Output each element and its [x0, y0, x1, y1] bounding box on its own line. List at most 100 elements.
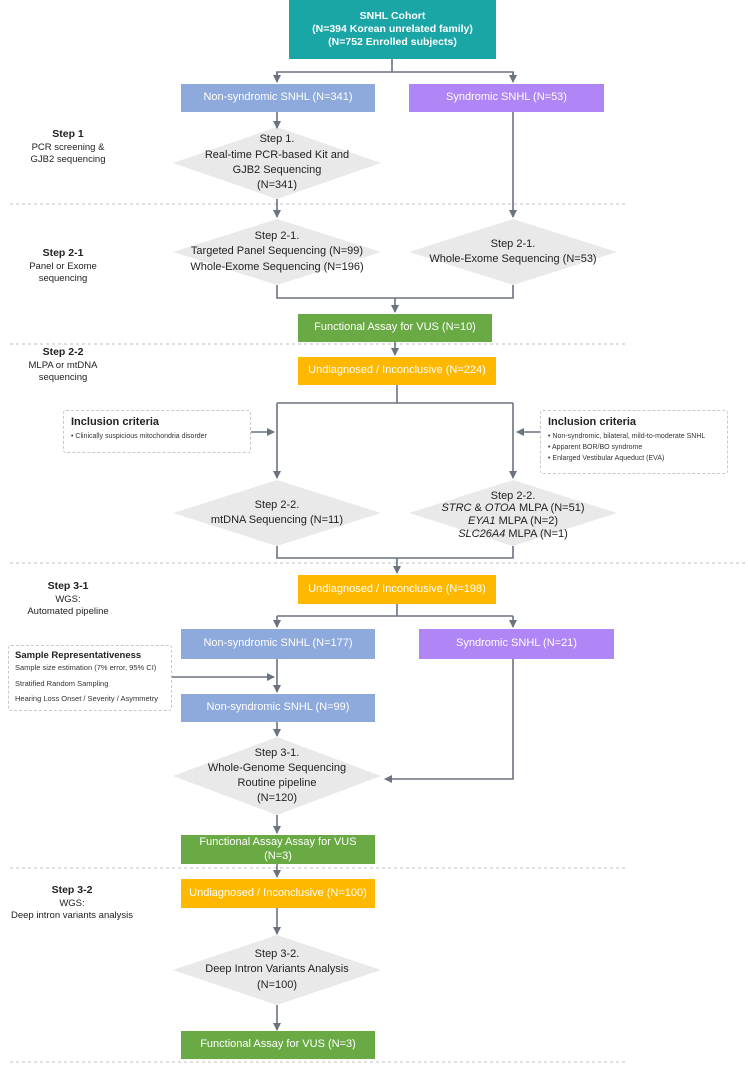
step2-2-desc-1: MLPA or mtDNA [28, 360, 98, 372]
undiagnosed-198-box: Undiagnosed / Inconclusive (N=198) [298, 575, 496, 604]
step2-2-desc-2: sequencing [38, 372, 88, 383]
gene-strc: STRC [441, 502, 472, 515]
sample-representativeness-item: Hearing Loss Onset / Severity / Asymmetr… [15, 694, 158, 703]
diamond-step1-line2: Real-time PCR-based Kit and [204, 148, 350, 161]
cohort-box: SNHL Cohort (N=394 Korean unrelated fami… [289, 0, 496, 59]
inclusion-criteria-right-title: Inclusion criteria [548, 416, 637, 428]
step2-1-desc-2: sequencing [38, 273, 88, 284]
inclusion-criteria-left: Inclusion criteria • Clinically suspicio… [63, 410, 251, 453]
step3-1-label: Step 3-1 WGS: Automated pipeline [8, 580, 128, 618]
step3-2-label: Step 3-2 WGS: Deep intron variants analy… [2, 884, 142, 922]
functional-assay-3a-box: Functional Assay Assay for VUS (N=3) [181, 835, 375, 864]
syndromic-53-box: Syndromic SNHL (N=53) [409, 84, 604, 112]
gene-eya1: EYA1 [468, 515, 496, 527]
inclusion-criteria-left-item: • Clinically suspicious mitochondria dis… [71, 433, 207, 440]
diamond-step2-1a [173, 219, 381, 285]
inclusion-criteria-right-item: • Apparent BOR/BO syndrome [548, 443, 643, 451]
step3-2-desc-1: WGS: [59, 898, 85, 910]
step1-label: Step 1 PCR screening & GJB2 sequencing [18, 128, 118, 166]
diamond-step3-2-line3: (N=100) [256, 978, 298, 991]
diamond-step2-1a-line1: Step 2-1. [254, 229, 300, 242]
diamond-step2-2a [173, 480, 381, 546]
inclusion-criteria-right-item: • Non-syndromic, bilateral, mild-to-mode… [548, 433, 706, 440]
mlpa-2: MLPA (N=2) [495, 515, 558, 527]
diamond-step2-1b [409, 219, 617, 285]
step3-2-desc-2: Deep intron variants analysis [11, 910, 133, 921]
step2-2-label: Step 2-2 MLPA or mtDNA sequencing [13, 346, 113, 384]
step3-1-title: Step 3-1 [47, 580, 89, 592]
cohort-families: (N=394 Korean unrelated family) [312, 22, 473, 35]
inclusion-criteria-right-item: • Enlarged Vestibular Aqueduct (EVA) [548, 454, 665, 462]
diamond-step2-2b-text: Step 2-2. STRC & OTOA MLPA (N=51) EYA1 M… [409, 486, 617, 544]
step1-desc-1: PCR screening & [31, 142, 105, 154]
diamond-step2-2a-text: Step 2-2. mtDNA Sequencing (N=11) [173, 480, 381, 546]
diamond-step3-1-line2: Whole-Genome Sequencing [207, 762, 347, 775]
diamond-step2-2b-line2: STRC & OTOA MLPA (N=51) [442, 502, 585, 515]
gene-slc26a4: SLC26A4 [458, 527, 506, 540]
sample-representativeness-box: Sample Representativeness Sample size es… [8, 645, 172, 711]
step2-2-title: Step 2-2 [42, 346, 84, 358]
connectors [172, 59, 540, 1031]
diamond-step2-2b [409, 480, 617, 546]
step2-1-desc-1: Panel or Exome [29, 261, 97, 273]
diamond-step3-1-text: Step 3-1. Whole-Genome Sequencing Routin… [173, 740, 381, 812]
step3-1-desc-1: WGS: [55, 594, 81, 606]
diamond-step1-text: Step 1. Real-time PCR-based Kit and GJB2… [173, 127, 381, 199]
connector-merge-2-2 [276, 546, 514, 559]
sample-representativeness-title: Sample Representativeness [15, 650, 142, 661]
diamond-shapes [173, 127, 617, 1005]
diamond-step2-2b-line3: EYA1 MLPA (N=2) [468, 515, 558, 528]
connector-cohort-split [276, 71, 514, 80]
functional-assay-3b-box: Functional Assay for VUS (N=3) [181, 1031, 375, 1059]
diamond-step3-1 [173, 737, 381, 815]
diamond-step2-2b-line1: Step 2-2. [490, 489, 536, 502]
diamond-step3-1-line1: Step 3-1. [254, 747, 300, 760]
cohort-title: SNHL Cohort [359, 9, 426, 22]
nonsyndromic-99-box: Non-syndromic SNHL (N=99) [181, 694, 375, 722]
gene-otoa: OTOA [484, 502, 516, 515]
diamond-step3-1-line3: Routine pipeline [237, 777, 317, 789]
diamond-step1 [173, 127, 381, 199]
amp: & [471, 502, 485, 515]
diamond-step3-2-text: Step 3-2. Deep Intron Variants Analysis … [173, 935, 381, 1005]
step2-1-label: Step 2-1 Panel or Exome sequencing [13, 247, 113, 285]
mlpa-1: MLPA (N=1) [505, 527, 568, 540]
sample-representativeness-item: Sample size estimation (7% error, 95% CI… [15, 663, 157, 672]
step1-desc-2: GJB2 sequencing [30, 154, 106, 165]
diamond-step2-2a-line2: mtDNA Sequencing (N=11) [210, 514, 344, 526]
cohort-subjects: (N=752 Enrolled subjects) [328, 36, 457, 49]
diamond-step2-1a-line3: Whole-Exome Sequencing (N=196) [190, 260, 364, 273]
diamond-step1-line4: (N=341) [256, 179, 298, 192]
mlpa-51: MLPA (N=51) [515, 502, 585, 515]
inclusion-criteria-left-title: Inclusion criteria [71, 416, 160, 428]
step3-1-desc-2: Automated pipeline [27, 606, 109, 617]
nonsyndromic-177-box: Non-syndromic SNHL (N=177) [181, 629, 375, 659]
undiagnosed-224-box: Undiagnosed / Inconclusive (N=224) [298, 357, 496, 385]
step-separators [10, 203, 748, 1063]
undiagnosed-100-box: Undiagnosed / Inconclusive (N=100) [181, 879, 375, 908]
diamond-step1-line3: GJB2 Sequencing [232, 164, 322, 176]
diamond-step3-2 [173, 935, 381, 1005]
inclusion-criteria-right: Inclusion criteria • Non-syndromic, bila… [540, 410, 728, 474]
arrow-syndromic-21-to-step3-1 [384, 659, 514, 783]
step2-1-title: Step 2-1 [42, 247, 84, 259]
diamond-step3-1-line4: (N=120) [256, 791, 298, 804]
connector-merge-2-1 [276, 285, 514, 299]
diamond-step2-1b-text: Step 2-1. Whole-Exome Sequencing (N=53) [409, 219, 617, 285]
step3-2-title: Step 3-2 [51, 884, 93, 896]
diamond-step2-1a-line2: Targeted Panel Sequencing (N=99) [190, 245, 364, 258]
diamond-step2-1a-text: Step 2-1. Targeted Panel Sequencing (N=9… [163, 219, 391, 285]
functional-assay-10-box: Functional Assay for VUS (N=10) [298, 314, 492, 342]
diamond-step2-1b-line2: Whole-Exome Sequencing (N=53) [429, 253, 597, 265]
diamond-step3-2-line2: Deep Intron Variants Analysis [205, 963, 349, 976]
diamond-step2-2b-line4: SLC26A4 MLPA (N=1) [458, 528, 568, 541]
diamond-step2-1b-line1: Step 2-1. [490, 237, 536, 250]
diamond-step2-2a-line1: Step 2-2. [254, 498, 300, 511]
diamond-step1-line1: Step 1. [259, 133, 295, 146]
step1-title: Step 1 [52, 128, 84, 140]
nonsyndromic-341-box: Non-syndromic SNHL (N=341) [181, 84, 375, 112]
diamond-step3-2-line1: Step 3-2. [254, 947, 300, 960]
syndromic-21-box: Syndromic SNHL (N=21) [419, 629, 614, 659]
sample-representativeness-item: Stratified Random Sampling [15, 678, 109, 688]
